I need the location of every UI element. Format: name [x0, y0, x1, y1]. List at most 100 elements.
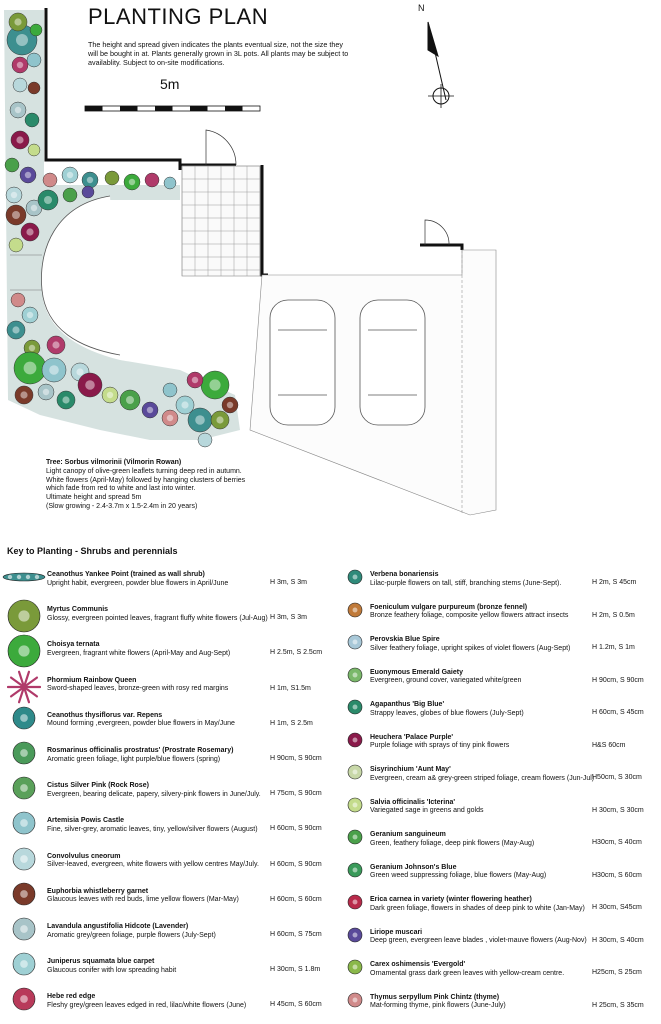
car-right	[359, 299, 426, 426]
plant-symbol	[104, 170, 120, 186]
plant-symbol-centre	[191, 376, 199, 384]
plant-symbol-centre	[209, 379, 221, 391]
plant-symbol-centre	[26, 311, 34, 319]
key-entry: Rosmarinus officinalis prostratus' (Pros…	[47, 747, 340, 764]
plant-symbol-centre	[146, 406, 154, 414]
key-entry: Salvia officinalis 'Icterina'Variegated …	[370, 799, 661, 816]
key-entry-size: H 60cm, S 90cm	[270, 860, 322, 868]
key-entry-size: H 45cm, S 60cm	[270, 1001, 322, 1009]
key-entry: Ceanothus Yankee Point (trained as wall …	[47, 571, 340, 588]
key-entry-description: Mat-forming thyme, pink flowers (June-Ju…	[370, 1002, 506, 1010]
key-entry-description: Green, feathery foliage, deep pink flowe…	[370, 839, 535, 847]
plant-symbol	[37, 383, 55, 401]
plant-symbol-centre	[30, 204, 38, 212]
key-entry-name: Euphorbia whistleberry garnet	[47, 887, 149, 895]
plant-symbol-centre	[166, 414, 174, 422]
salvia-icon	[347, 797, 363, 812]
plant-symbol	[41, 357, 67, 383]
key-entry-name: Cistus Silver Pink (Rock Rose)	[47, 782, 149, 790]
key-entry-description: Dark green foliage, flowers in shades of…	[370, 904, 585, 912]
plant-symbol-centre	[49, 365, 59, 375]
plant-symbol	[62, 187, 78, 203]
key-entry-description: Upright habit, evergreen, powder blue fl…	[47, 579, 229, 587]
plant-symbol-centre	[44, 196, 52, 204]
key-entry-description: Silver-leaved, evergreen, white flowers …	[47, 861, 259, 869]
key-entry-name: Phormium Rainbow Queen	[47, 676, 137, 684]
key-entry-name: Artemisia Powis Castle	[47, 817, 125, 825]
key-entry: Foeniculum vulgare purpureum (bronze fen…	[370, 604, 661, 621]
plant-symbol-centre	[14, 18, 22, 26]
plant-symbol	[14, 385, 34, 405]
key-entry-name: Convolvulus cneorum	[47, 852, 121, 860]
plant-symbol	[5, 204, 27, 226]
perovskia-icon	[347, 634, 363, 650]
plant-symbol	[6, 320, 26, 340]
key-entry-description: Glaucous conifer with low spreading habi…	[47, 966, 177, 974]
rosemary-icon	[12, 741, 36, 765]
ceanothus-repens-icon	[12, 706, 36, 730]
plant-symbol	[8, 12, 28, 32]
key-entry-size: H 60cm, S 75cm	[270, 931, 322, 938]
plant-symbol	[27, 143, 41, 157]
key-entry-description: Bronze feathery foliage, composite yello…	[370, 612, 569, 620]
key-entry-size: H 2m, S 45cm	[592, 579, 637, 586]
key-entry-name: Euonymous Emerald Gaiety	[370, 668, 463, 676]
key-entry-size: H30cm, S 60cm	[592, 871, 642, 879]
key-entry-size: H 90cm, S 90cm	[592, 676, 644, 684]
door-arcs	[205, 129, 450, 246]
key-entry-size: H 75cm, S 90cm	[270, 790, 322, 798]
key-entry-name: Hebe red edge	[47, 993, 96, 1001]
key-entry-size: H 60cm, S 45cm	[592, 709, 644, 716]
key-entry-name: Rosmarinus officinalis prostratus' (Pros…	[47, 747, 234, 754]
geranium-johnsons-icon	[347, 862, 363, 877]
tree-line: Light canopy of olive-green leaflets tur…	[46, 467, 242, 475]
key-entry-description: Evergreen, cream a& grey-green striped f…	[370, 774, 595, 782]
key-entry-size: H 1m, S 2.5m	[270, 719, 313, 727]
plant-symbol-centre	[42, 388, 50, 396]
juniperus-icon	[12, 952, 36, 976]
key-entry-size: H 30cm, S 30cm	[592, 806, 644, 814]
key-entry-size: H 90cm, S 90cm	[270, 755, 322, 762]
key-title: Key to Planting - Shrubs and perennials	[7, 546, 178, 556]
plant-symbol-centre	[16, 61, 24, 69]
plant-symbol-centre	[23, 361, 37, 375]
plant-symbol	[26, 52, 42, 68]
key-entry-description: Evergreen, fragrant white flowers (April…	[47, 649, 231, 657]
plant-symbol-centre	[10, 191, 18, 199]
scale-label: 5m	[160, 76, 180, 92]
plant-symbol	[119, 389, 141, 411]
tree-name: Tree: Sorbus vilmorinii (Vilmorin Rowan)	[46, 459, 182, 466]
key-entry-name: Ceanothus thysiflorus var. Repens	[47, 711, 163, 719]
plant-symbols	[4, 12, 239, 448]
plant-symbol	[210, 410, 230, 430]
plant-symbol	[4, 157, 20, 173]
key-entry-description: Evergreen, ground cover, variegated whit…	[370, 677, 522, 685]
plant-symbol-centre	[66, 171, 74, 179]
thymus-icon	[347, 992, 363, 1007]
plant-symbol	[21, 306, 39, 324]
key-entry: Thymus serpyllum Pink Chintz (thyme)Mat-…	[370, 994, 661, 1011]
fennel-icon	[347, 602, 363, 617]
key-entry-name: Geranium sanguineum	[370, 831, 446, 838]
key-entry: Sisyrinchium 'Aunt May'Evergreen, cream …	[370, 766, 661, 783]
key-entry-name: Thymus serpyllum Pink Chintz (thyme)	[370, 993, 500, 1001]
key-entry-name: Salvia officinalis 'Icterina'	[370, 798, 456, 806]
plant-symbol	[175, 395, 195, 415]
key-entry: Lavandula angustifolia Hidcote (Lavender…	[47, 923, 340, 940]
key-entry-description: Ornamental grass dark green leaves with …	[370, 969, 565, 977]
key-entry-description: Green weed suppressing foliage, blue flo…	[370, 872, 547, 880]
plant-symbol-centre	[195, 415, 205, 425]
plant-symbol-centre	[181, 401, 189, 409]
plant-symbol	[46, 335, 66, 355]
key-entry-description: Aromatic green foliage, light purple/blu…	[47, 755, 221, 763]
plant-symbol	[101, 386, 119, 404]
key-entry-size: H50cm, S 30cm	[592, 774, 642, 781]
key-entry-size: H 2.5m, S 2.5cm	[270, 649, 323, 657]
plant-symbol-centre	[106, 391, 114, 399]
plant-symbol-centre	[128, 178, 136, 186]
